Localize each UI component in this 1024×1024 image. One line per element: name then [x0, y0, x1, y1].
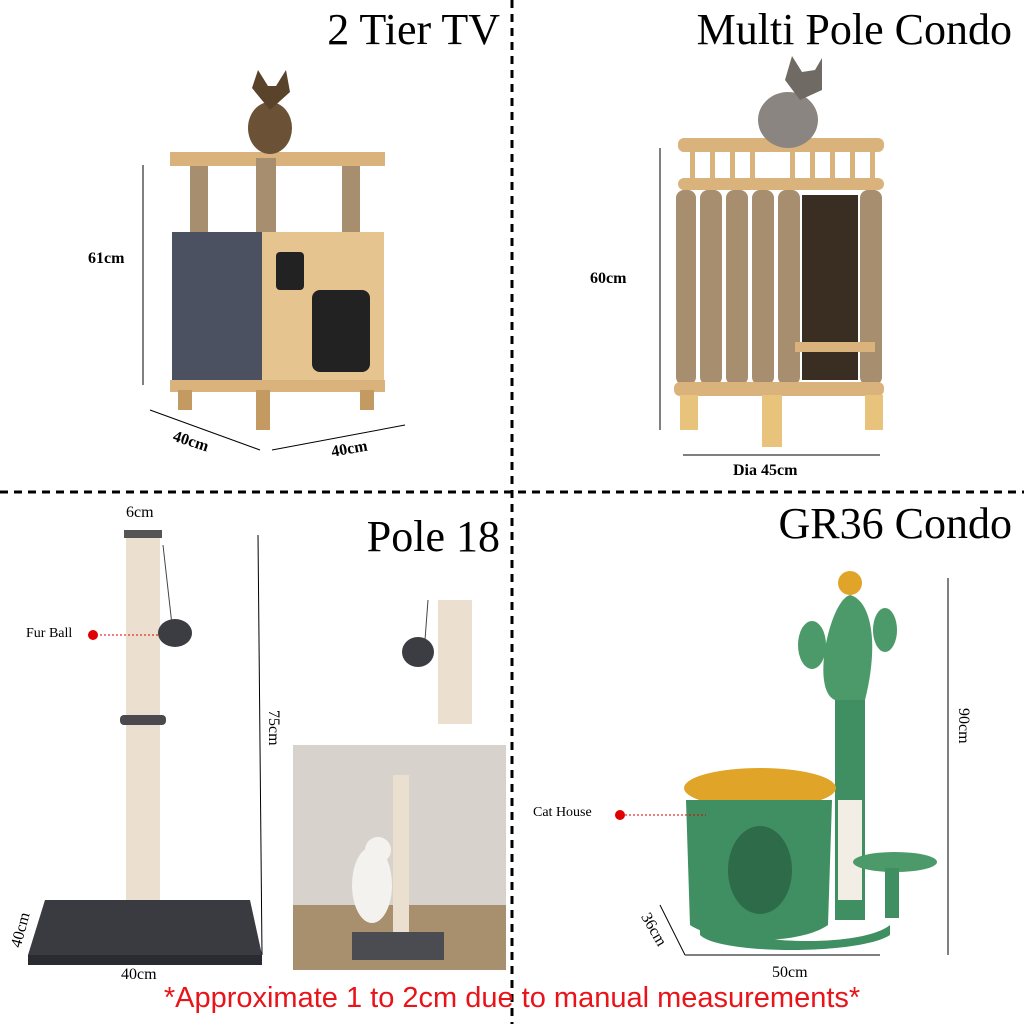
height-label: 90cm: [955, 708, 972, 744]
width-label: 50cm: [772, 964, 808, 981]
measurement-disclaimer: *Approximate 1 to 2cm due to manual meas…: [163, 982, 861, 1014]
cat-house-callout: Cat House: [533, 805, 592, 820]
multi-pole-condo-illustration: [659, 56, 884, 456]
product-title: Multi Pole Condo: [696, 5, 1012, 54]
diameter-label: Dia 45cm: [733, 462, 798, 479]
gr36-condo-illustration: [615, 571, 949, 956]
fur-ball-callout: Fur Ball: [26, 626, 73, 641]
height-label: 60cm: [590, 270, 627, 287]
two-tier-tv-illustration: [142, 70, 406, 451]
product-title: GR36 Condo: [778, 499, 1012, 548]
pole-width-label: 6cm: [126, 504, 154, 521]
height-label: 61cm: [88, 250, 125, 267]
product-title: 2 Tier TV: [327, 5, 500, 54]
width-label: 40cm: [121, 966, 157, 983]
pole-18-illustration: [28, 530, 506, 970]
height-label: 75cm: [265, 710, 282, 746]
product-title: Pole 18: [366, 512, 500, 561]
